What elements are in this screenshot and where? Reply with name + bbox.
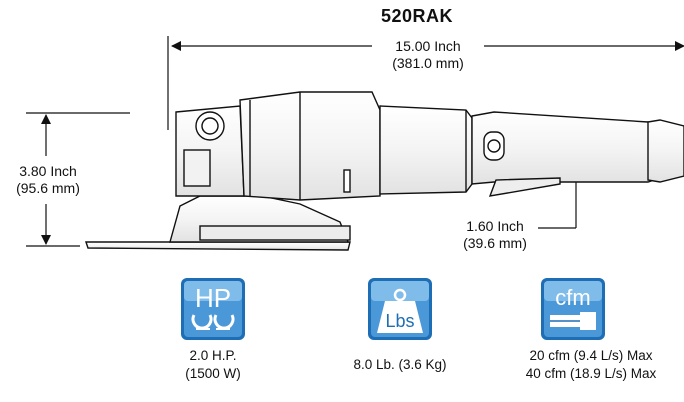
- air-caption: 20 cfm (9.4 L/s) Max 40 cfm (18.9 L/s) M…: [508, 347, 674, 383]
- grip-mm: (39.6 mm): [463, 235, 527, 251]
- height-inch: 3.80 Inch: [19, 163, 77, 179]
- power-caption: 2.0 H.P. (1500 W): [163, 347, 263, 383]
- length-mm: (381.0 mm): [392, 55, 464, 71]
- weight-value: 8.0 Lb. (3.6 Kg): [353, 357, 447, 372]
- power-watts: (1500 W): [185, 366, 241, 381]
- length-inch: 15.00 Inch: [395, 38, 461, 54]
- weight-lbs-icon: Lbs: [367, 277, 433, 341]
- height-label: 3.80 Inch (95.6 mm): [2, 163, 94, 197]
- grip-inch: 1.60 Inch: [466, 218, 524, 234]
- length-label: 15.00 Inch (381.0 mm): [372, 38, 484, 72]
- hp-icon: HP: [180, 277, 246, 341]
- air-min: 20 cfm (9.4 L/s) Max: [529, 348, 653, 363]
- grinder-illustration: [85, 91, 684, 251]
- lbs-icon-text: Lbs: [385, 311, 414, 331]
- grip-label: 1.60 Inch (39.6 mm): [452, 218, 538, 252]
- cfm-icon: cfm: [540, 277, 606, 341]
- power-hp: 2.0 H.P.: [189, 348, 237, 363]
- height-dimension: [26, 112, 130, 247]
- model-title: 520RAK: [381, 6, 454, 26]
- weight-caption: 8.0 Lb. (3.6 Kg): [330, 356, 470, 374]
- height-mm: (95.6 mm): [16, 180, 80, 196]
- length-dimension: [167, 36, 684, 130]
- air-max: 40 cfm (18.9 L/s) Max: [525, 366, 657, 381]
- hp-icon-text: HP: [195, 283, 231, 313]
- cfm-icon-text: cfm: [555, 285, 590, 310]
